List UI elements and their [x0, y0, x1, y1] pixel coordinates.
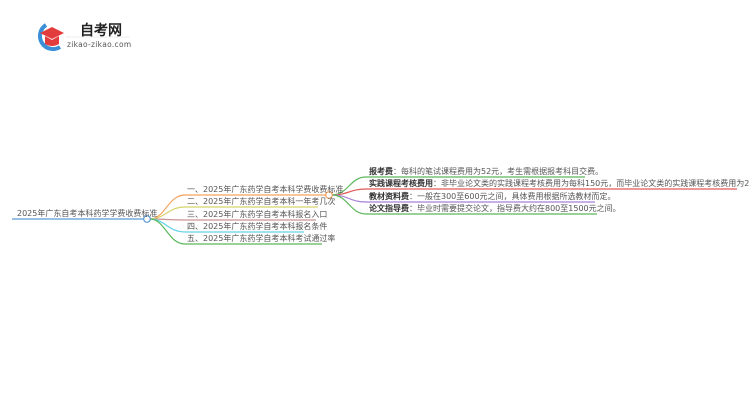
logo-icon [38, 23, 64, 51]
branch-node[interactable]: 五、2025年广东药学自考本科考试通过率 [187, 234, 336, 243]
detail-title: 报考费 [369, 167, 393, 176]
detail-node[interactable]: 教材资料费：一般在300至600元之间，具体费用根据所选教材而定。 [369, 192, 616, 202]
detail-title: 实践课程考核费用 [369, 179, 433, 188]
logo-title: 自考网 [80, 23, 122, 39]
branch-1-toggle[interactable] [325, 191, 333, 199]
detail-node[interactable]: 实践课程考核费用：非毕业论文类的实践课程考核费用为每科150元，而毕业论文类的实… [369, 179, 750, 189]
detail-text: ：非毕业论文类的实践课程考核费用为每科150元，而毕业论文类的实践课程考核费用为… [433, 179, 750, 188]
detail-node[interactable]: 论文指导费：毕业时需要提交论文，指导费大约在800至1500元之间。 [369, 204, 621, 214]
root-node-toggle[interactable] [143, 215, 151, 223]
detail-text: ：每科的笔试课程费用为52元，考生需根据报考科目交费。 [393, 167, 604, 176]
branch-connector [149, 218, 322, 245]
detail-connector [331, 194, 597, 215]
branch-node[interactable]: 二、2025年广东药学自考本科一年考几次 [187, 197, 336, 206]
detail-text: ：一般在300至600元之间，具体费用根据所选教材而定。 [409, 192, 616, 201]
branch-node[interactable]: 三、2025年广东药学自考本科报名入口 [187, 210, 328, 219]
branch-node[interactable]: 四、2025年广东药学自考本科报名条件 [187, 222, 328, 231]
detail-title: 教材资料费 [369, 192, 409, 201]
logo-url: zikao-zikao.com [67, 40, 132, 49]
branch-node[interactable]: 一、2025年广东药学自考本科学费收费标准 [187, 185, 344, 194]
detail-title: 论文指导费 [369, 204, 409, 213]
root-node[interactable]: 2025年广东自考本科药学学费收费标准 [17, 209, 158, 218]
detail-text: ：毕业时需要提交论文，指导费大约在800至1500元之间。 [409, 204, 621, 213]
detail-node[interactable]: 报考费：每科的笔试课程费用为52元，考生需根据报考科目交费。 [369, 167, 603, 177]
